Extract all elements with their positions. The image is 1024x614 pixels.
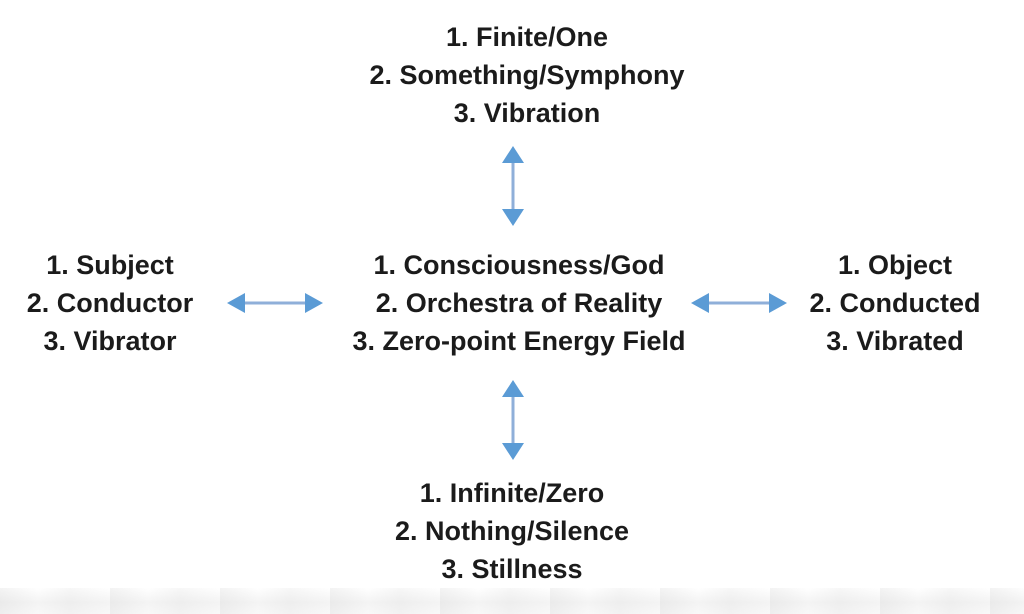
node-left: 1. Subject 2. Conductor 3. Vibrator [27,246,194,360]
node-top: 1. Finite/One 2. Something/Symphony 3. V… [369,18,684,132]
node-bottom: 1. Infinite/Zero 2. Nothing/Silence 3. S… [395,474,629,588]
node-bottom-line-1: 1. Infinite/Zero [419,478,605,508]
node-left-line-2: 2. Conductor [26,288,194,318]
node-left-line-3: 3. Vibrator [43,326,177,356]
node-right-line-1: 1. Object [837,250,953,280]
double-arrow-vertical-bottom-icon [502,380,524,460]
node-center-line-3: 3. Zero-point Energy Field [352,326,686,356]
node-bottom-line-3: 3. Stillness [441,554,583,584]
double-arrow-horizontal-left-icon [227,293,323,313]
node-center-line-2: 2. Orchestra of Reality [375,288,663,318]
scan-edge-artifact [0,588,1024,614]
node-center: 1. Consciousness/God 2. Orchestra of Rea… [352,246,685,360]
double-arrow-horizontal-right-icon [691,293,787,313]
node-top-line-1: 1. Finite/One [445,22,609,52]
node-bottom-line-2: 2. Nothing/Silence [394,516,630,546]
node-right: 1. Object 2. Conducted 3. Vibrated [809,246,980,360]
double-arrow-vertical-top-icon [502,146,524,226]
node-right-line-2: 2. Conducted [809,288,981,318]
node-center-line-1: 1. Consciousness/God [373,250,665,280]
node-right-line-3: 3. Vibrated [826,326,964,356]
node-top-line-3: 3. Vibration [453,98,601,128]
node-top-line-2: 2. Something/Symphony [369,60,685,90]
node-left-line-1: 1. Subject [46,250,174,280]
